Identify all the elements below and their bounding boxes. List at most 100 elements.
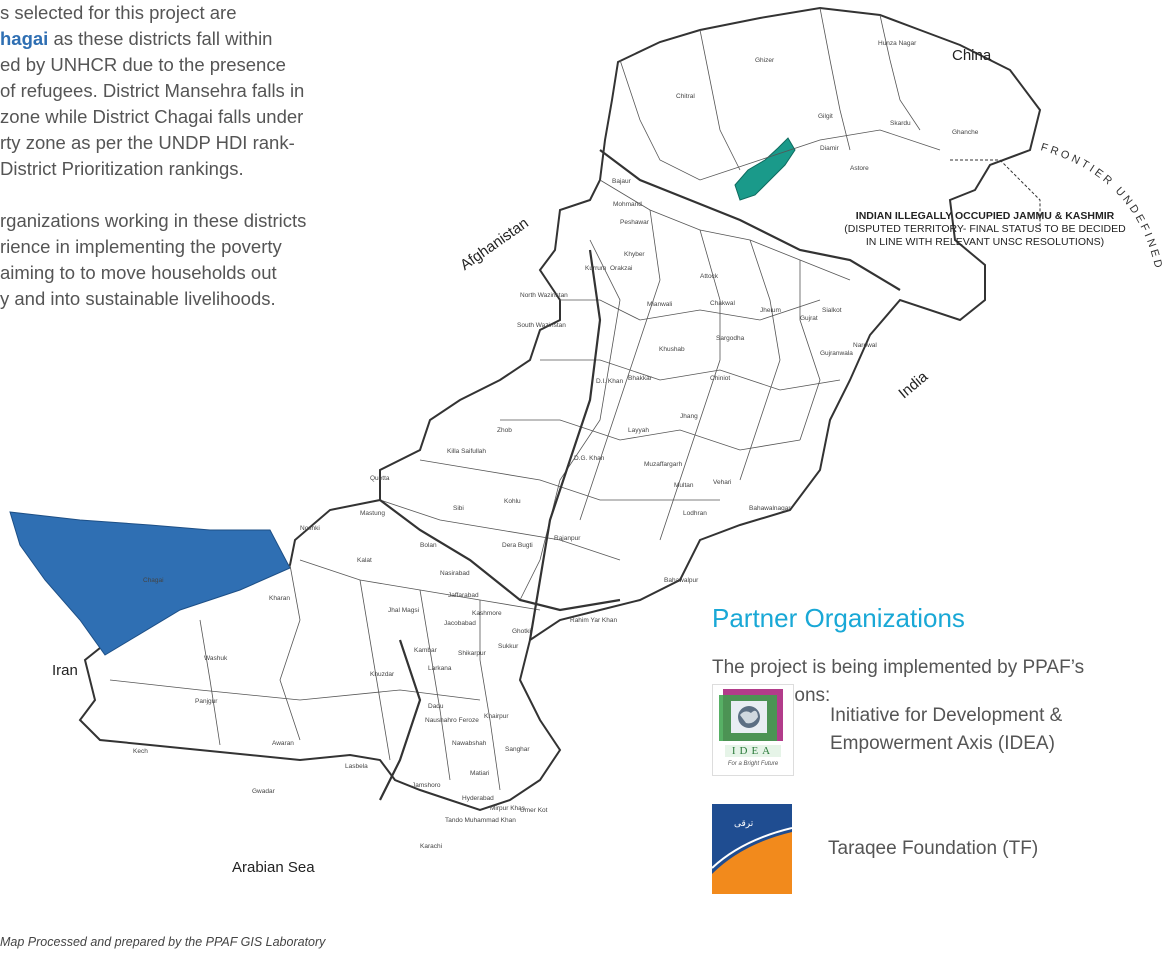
- intro-line: ed by UNHCR due to the presence: [0, 54, 286, 75]
- district-label: Multan: [674, 482, 694, 489]
- district-label: Vehari: [713, 479, 731, 486]
- district-label: Mianwali: [647, 301, 672, 308]
- country-outline: [78, 6, 1042, 812]
- district-label: Killa Saifullah: [447, 448, 486, 455]
- kashmir-title: INDIAN ILLEGALLY OCCUPIED JAMMU & KASHMI…: [855, 210, 1115, 222]
- district-label: Kech: [133, 748, 148, 755]
- district-label: Noshki: [300, 525, 320, 532]
- district-label: Lasbela: [345, 763, 368, 770]
- district-label: D.G. Khan: [574, 455, 605, 462]
- district-label: Chagai: [143, 577, 164, 584]
- partners-desc-line: The project is being implemented by PPAF…: [712, 657, 1085, 678]
- org-name-line: Empowerment Axis (IDEA): [830, 733, 1055, 754]
- district-label: South Waziristan: [517, 322, 566, 329]
- intro-line: rty zone as per the UNDP HDI rank-: [0, 132, 295, 153]
- district-label: Gujranwala: [820, 350, 853, 357]
- district-label: Chiniot: [710, 375, 730, 382]
- district-label: Kurrum: [585, 265, 606, 272]
- partners-section: Partner Organizations The project is bei…: [712, 600, 1173, 894]
- chagai-district[interactable]: [9, 511, 291, 656]
- org-idea: IDEA For a Bright Future Initiative for …: [712, 684, 1062, 776]
- intro-line: rganizations working in these districts: [0, 210, 307, 231]
- district-label: Quetta: [370, 475, 390, 482]
- district-label: Khushab: [659, 346, 685, 353]
- district-label: Dera Bugti: [502, 542, 533, 549]
- org-tf: ﺗﺮﻗﯽ Taraqee Foundation (TF): [712, 804, 1038, 894]
- district-label: Khuzdar: [370, 671, 395, 678]
- district-label: Kalat: [357, 557, 372, 564]
- intro-line: aiming to to move households out: [0, 262, 277, 283]
- district-label: Panjgur: [195, 698, 218, 705]
- kashmir-label: INDIAN ILLEGALLY OCCUPIED JAMMU & KASHMI…: [800, 210, 1170, 249]
- district-label: Orakzai: [610, 265, 632, 272]
- district-label: Astore: [850, 165, 869, 172]
- district-label: Jhang: [680, 413, 698, 420]
- intro-text: s selected for this project are hagai as…: [0, 0, 360, 312]
- district-label: Muzaffargarh: [644, 461, 683, 468]
- district-label: Ghizer: [755, 57, 775, 64]
- tf-logo: ﺗﺮﻗﯽ: [712, 804, 792, 894]
- partners-heading: Partner Organizations: [712, 603, 965, 633]
- intro-line-rest: as these districts fall within: [48, 28, 273, 49]
- district-label: Chakwal: [710, 300, 735, 307]
- district-label: Mastung: [360, 510, 385, 517]
- chagai-highlight: hagai: [0, 28, 49, 49]
- district-label: Diamir: [820, 145, 840, 152]
- district-label: Bahawalpur: [664, 577, 699, 584]
- district-boundaries: [109, 7, 941, 791]
- district-label: Matiari: [470, 770, 490, 777]
- district-label: Gilgit: [818, 113, 833, 120]
- district-label: Bhakkar: [628, 375, 653, 382]
- district-label: Bolan: [420, 542, 437, 549]
- tf-logo-graphic: ﺗﺮﻗﯽ: [712, 804, 792, 894]
- org-name-line: Taraqee Foundation (TF): [828, 838, 1039, 859]
- district-label: North Waziristan: [520, 292, 568, 299]
- org-idea-name: Initiative for Development & Empowerment…: [830, 702, 1062, 758]
- district-label: Jamshoro: [412, 782, 441, 789]
- district-label: Bajaur: [612, 178, 632, 185]
- district-label: Khyber: [624, 251, 645, 258]
- district-label: Awaran: [272, 740, 294, 747]
- label-arabian-sea: Arabian Sea: [232, 859, 315, 876]
- district-label: Mirpur Khas: [490, 805, 526, 812]
- district-label: Dadu: [428, 703, 444, 710]
- kashmir-note-line: (DISPUTED TERRITORY- FINAL STATUS TO BE …: [844, 223, 1126, 235]
- label-iran: Iran: [52, 662, 78, 679]
- district-label: Gujrat: [800, 315, 818, 322]
- district-label: Umer Kot: [520, 807, 548, 814]
- district-label: Gwadar: [252, 788, 276, 795]
- district-label: Sargodha: [716, 335, 745, 342]
- intro-line: hagai as these districts fall within: [0, 26, 360, 52]
- district-label: Shikarpur: [458, 650, 487, 657]
- label-india: India: [895, 368, 931, 402]
- idea-logo-tagline: For a Bright Future: [727, 761, 779, 767]
- district-label: Narowal: [853, 342, 877, 349]
- label-frontier-undefined: FRONTIER UNDEFINED: [1039, 141, 1164, 271]
- district-label: Hyderabad: [462, 795, 494, 802]
- district-label: Tando Muhammad Khan: [445, 817, 516, 824]
- district-label: Sibi: [453, 505, 464, 512]
- district-label: Nawabshah: [452, 740, 487, 747]
- district-label: Jhal Magsi: [388, 607, 419, 614]
- district-label: Chitral: [676, 93, 695, 100]
- district-label: Lodhran: [683, 510, 707, 517]
- district-labels: Hunza Nagar Ghizer Gilgit Chitral Skardu…: [133, 40, 979, 850]
- district-label: Kambar: [414, 647, 438, 654]
- district-label: Naushahro Feroze: [425, 717, 479, 724]
- district-label: Ghotki: [512, 628, 531, 635]
- province-boundaries: [379, 149, 901, 801]
- district-label: Nasirabad: [440, 570, 470, 577]
- district-label: Kohlu: [504, 498, 521, 505]
- intro-line: y and into sustainable livelihoods.: [0, 288, 276, 309]
- district-label: Bahawalnagar: [749, 505, 791, 512]
- district-label: Ghanche: [952, 129, 979, 136]
- district-label: Rahim Yar Khan: [570, 617, 617, 624]
- svg-text:ﺗﺮﻗﯽ: ﺗﺮﻗﯽ: [734, 819, 754, 829]
- map-credit: Map Processed and prepared by the PPAF G…: [0, 935, 326, 949]
- intro-line: District Prioritization rankings.: [0, 158, 244, 179]
- district-label: Jaffarabad: [448, 592, 479, 599]
- district-label: Jhelum: [760, 307, 781, 314]
- idea-logo-graphic: [719, 689, 783, 757]
- district-label: Washuk: [204, 655, 228, 662]
- district-label: Sanghar: [505, 746, 530, 753]
